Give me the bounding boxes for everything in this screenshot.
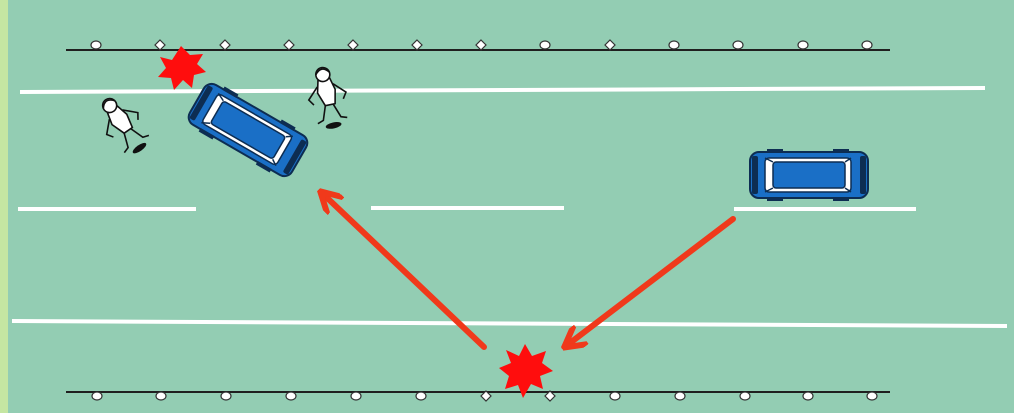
car-icon-start: [750, 149, 868, 201]
